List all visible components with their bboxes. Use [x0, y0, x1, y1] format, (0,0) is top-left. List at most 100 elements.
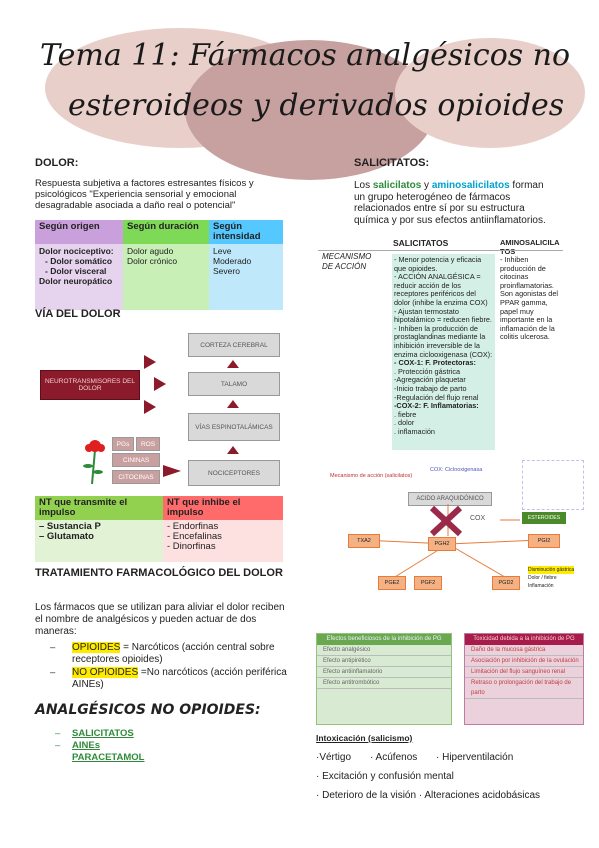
sal-line: . Protección gástrica: [394, 366, 461, 376]
analgesicos-heading: ANALGÉSICOS NO OPIOIDES:: [35, 702, 261, 718]
arrow-up-3: [227, 446, 239, 454]
nt-transmit-header: NT que transmite el impulso: [35, 496, 163, 520]
nt-transmit-item: – Sustancia P: [39, 521, 101, 532]
ros-box: ROS: [136, 437, 160, 451]
origen-line: Dolor nociceptivo:: [39, 246, 114, 256]
nt-inhibit-item: - Dinorfinas: [167, 541, 216, 552]
opioides-bullet: –: [50, 642, 56, 653]
pgh2-box: PGH2: [428, 537, 456, 551]
nt-inhibit-body: - Endorfinas - Encefalinas - Dinorfinas: [163, 520, 283, 562]
efecto-item: Efecto antiinflamatorio: [317, 667, 451, 678]
intox-hiperventilacion: · Hiperventilación: [436, 752, 514, 763]
cininas-box: CININAS: [112, 453, 160, 467]
toxicidad-item: Retraso o prolongación del trabajo de pa…: [465, 678, 583, 699]
side-item: Disminución gástrica: [528, 566, 575, 574]
header-blob-center: [185, 40, 435, 180]
salicitatos-divider: [318, 250, 563, 251]
toxicidad-box: Toxicidad debida a la inhibición de PG D…: [464, 633, 584, 725]
talamo-box: TALAMO: [188, 372, 280, 396]
nt-inhibit-item: - Encefalinas: [167, 531, 222, 542]
sal-line: - Ajustan termostato hipotalámico = redu…: [394, 306, 492, 325]
pgd2-box: PGD2: [492, 576, 520, 590]
dolor-definition: Respuesta subjetiva a factores estresant…: [35, 178, 254, 211]
aminosalicilatos-word: aminosalicilatos: [431, 180, 510, 191]
nociceptores-box: NOCICEPTORES: [188, 460, 280, 486]
efectos-beneficiosos-list: Efecto analgésico Efecto antipirético Ef…: [317, 645, 451, 689]
diagram-side-list: Disminución gástrica Dolor / fiebre Infl…: [528, 566, 575, 590]
intensidad-line: Leve: [213, 246, 232, 256]
toxicidad-header: Toxicidad debida a la inhibición de PG: [465, 634, 583, 645]
amino-line: Son agonistas del PPAR gamma, papel muy …: [500, 289, 559, 342]
side-item: Inflamación: [528, 583, 554, 589]
noopioides-item: NO OPIOIDES =No narcóticos (acción perif…: [72, 667, 292, 691]
sal-line: - Inhiben la producción de prostaglandin…: [394, 323, 493, 359]
neurotransmisores-box: NEUROTRANSMISORES DEL DOLOR: [40, 370, 140, 400]
tratamiento-intro: Los fármacos que se utilizan para alivia…: [35, 602, 285, 637]
arrow-up-1: [227, 360, 239, 368]
intro-mid: y: [421, 180, 432, 191]
flower-icon: [83, 440, 105, 485]
sal-line: -Regulación del flujo renal: [394, 392, 479, 402]
via-heading: VÍA DEL DOLOR: [35, 308, 121, 320]
duracion-line: Dolor crónico: [127, 256, 178, 266]
col-intensidad-header: Según intensidad: [209, 220, 283, 244]
intox-deterioro: · Deterioro de la visión · Alteraciones …: [316, 790, 540, 801]
pgi2-box: PGI2: [528, 534, 560, 548]
tratamiento-heading: TRATAMIENTO FARMACOLÓGICO DEL DOLOR: [35, 567, 283, 579]
sal-line: -COX-2: F. Inflamatorias:: [394, 401, 479, 411]
toxicidad-list: Daño de la mucosa gástrica Asociación po…: [465, 645, 583, 699]
arrow-right-2: [154, 377, 166, 391]
col-intensidad-body: Leve Moderado Severo: [209, 244, 283, 310]
esteroides-box: ESTEROIDES: [522, 512, 566, 524]
nt-inhibit-header: NT que inhibe el impulso: [163, 496, 283, 520]
noopioides-text: =No narcóticos (acción periférica AINEs): [72, 667, 287, 690]
sal-line: - ACCIÓN ANALGÉSICA = reducir acción de …: [394, 272, 488, 307]
nt-transmit-item: – Glutamato: [39, 531, 94, 542]
pgs-box: PGs: [112, 437, 134, 451]
analgesicos-item-paracetamol: PARACETAMOL: [72, 752, 145, 763]
txa2-box: TXA2: [348, 534, 380, 548]
arrow-right-3: [144, 400, 156, 414]
diagram-side-notes: [522, 460, 584, 510]
analgesicos-bullet: –: [55, 740, 61, 751]
nt-transmit-body: – Sustancia P – Glutamato: [35, 520, 163, 562]
sal-line: -Inicio trabajo de parto: [394, 383, 467, 393]
intensidad-line: Severo: [213, 266, 240, 276]
noopioides-bullet: –: [50, 667, 56, 678]
sal-line: -Agregación plaquetar: [394, 375, 466, 385]
toxicidad-item: Limitación del flujo sanguíneo renal: [465, 667, 583, 678]
dolor-heading: DOLOR:: [35, 157, 79, 169]
origen-line: - Dolor visceral: [45, 266, 107, 276]
arrow-right-4: [163, 465, 181, 477]
salicitatos-intro: Los salicilatos y aminosalicilatos forma…: [354, 180, 554, 226]
analgesicos-item-salicitatos: SALICITATOS: [72, 728, 134, 739]
header-blob-right: [395, 38, 585, 148]
sal-line: - Menor potencia y eficacia que opioides…: [394, 255, 482, 273]
diagram-left-label: Mecanismo de acción (salicilatos): [330, 473, 413, 479]
origen-line: - Dolor somático: [45, 256, 113, 266]
sal-line: . inflamación: [394, 426, 435, 436]
col-duracion-header: Según duración: [123, 220, 209, 244]
toxicidad-item: Daño de la mucosa gástrica: [465, 645, 583, 656]
citocinas-box: CITOCINAS: [112, 470, 160, 484]
intox-vertigo: ·Vértigo: [316, 752, 352, 763]
nt-inhibit-item: - Endorfinas: [167, 521, 219, 532]
efecto-item: Efecto antitrombótico: [317, 678, 451, 689]
col-duracion-body: Dolor agudo Dolor crónico: [123, 244, 209, 310]
intox-excitacion: · Excitación y confusión mental: [316, 771, 454, 782]
pgf2-box: PGF2: [414, 576, 442, 590]
aminosalicilatos-mechanism-cell: - Inhiben producción de citocinas proinf…: [498, 254, 562, 450]
opioides-item: OPIOIDES = Narcóticos (acción central so…: [72, 642, 292, 666]
page-title-line2: esteroideos y derivados opioides: [68, 88, 565, 123]
sal-line: . dolor: [394, 418, 415, 428]
opioides-highlight: OPIOIDES: [72, 642, 121, 653]
dolor-classification-table: Según origen Según duración Según intens…: [35, 220, 283, 310]
col-origen-body: Dolor nociceptivo: - Dolor somático - Do…: [35, 244, 123, 310]
salicilatos-word: salicilatos: [372, 180, 422, 191]
efecto-item: Efecto antipirético: [317, 656, 451, 667]
col-origen-header: Según origen: [35, 220, 123, 244]
analgesicos-item-aines: AINEs: [72, 740, 100, 751]
amino-line: - Inhiben producción de citocinas proinf…: [500, 255, 554, 290]
intox-heading: Intoxicación (salicismo): [316, 733, 413, 743]
intro-post: forman un grupo heterogéneo de fármacos …: [354, 180, 546, 226]
